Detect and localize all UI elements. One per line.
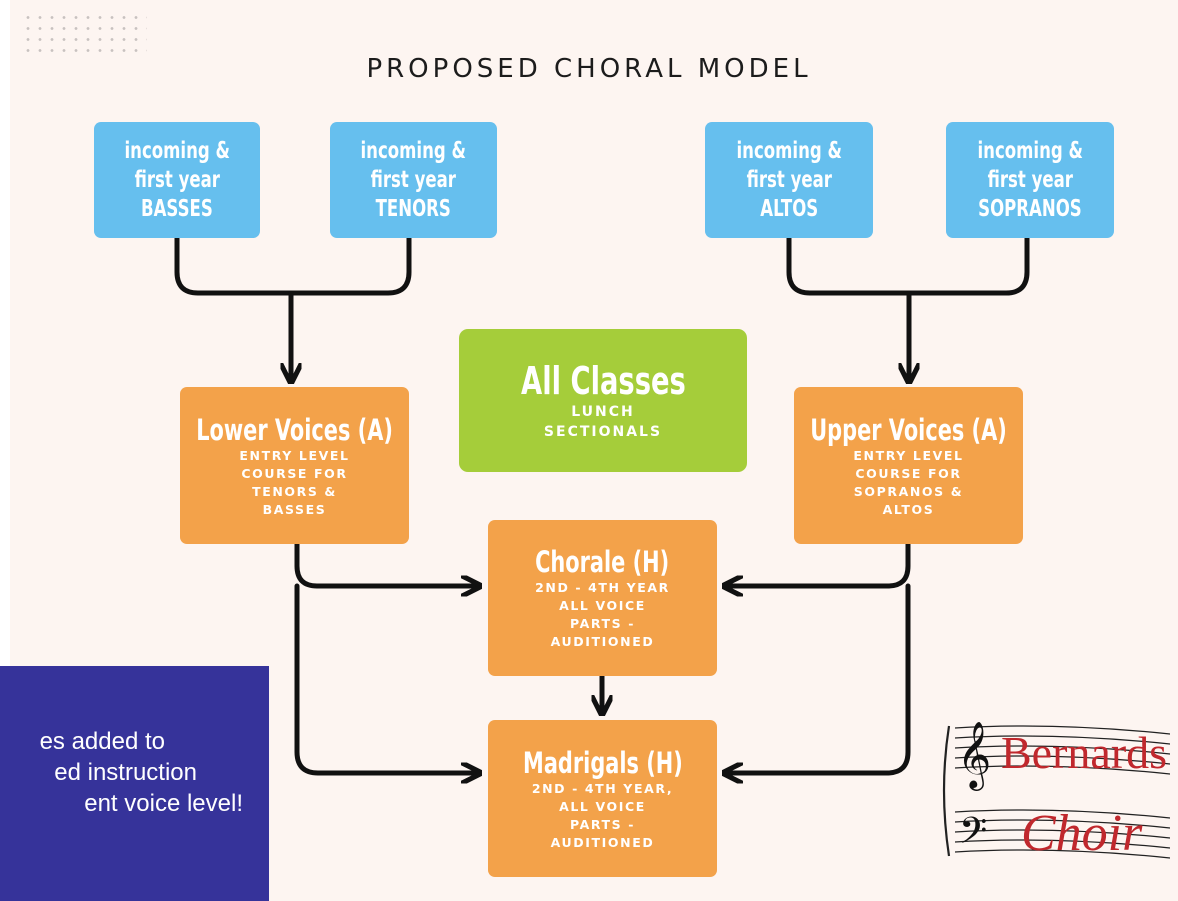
lower-voices-line1: ENTRY LEVEL xyxy=(239,447,350,463)
page-title: PROPOSED CHORAL MODEL xyxy=(366,54,812,84)
incoming-basses-line1: incoming & xyxy=(124,137,230,164)
overlay-note-line1: es added to xyxy=(39,728,165,755)
chorale-box: Chorale (H) 2ND - 4TH YEAR ALL VOICE PAR… xyxy=(488,520,717,676)
lower-voices-heading: Lower Voices (A) xyxy=(196,412,393,447)
chorale-line2: ALL VOICE xyxy=(559,598,646,613)
lower-voices-line3: TENORS & xyxy=(252,483,337,499)
incoming-tenors-line2: first year xyxy=(370,166,457,193)
upper-voices-line2: COURSE FOR xyxy=(855,465,962,481)
madrigals-box: Madrigals (H) 2ND - 4TH YEAR, ALL VOICE … xyxy=(488,720,717,877)
overlay-note-line3: ent voice level! xyxy=(84,790,243,817)
lower-voices-line2: COURSE FOR xyxy=(241,465,348,481)
madrigals-line4: AUDITIONED xyxy=(550,834,655,850)
all-classes-sub2: SECTIONALS xyxy=(543,423,663,440)
all-classes-box: All Classes LUNCH SECTIONALS xyxy=(459,329,747,472)
overlay-note-line2: ed instruction xyxy=(54,759,197,786)
overlay-note-panel: es added to ed instruction ent voice lev… xyxy=(0,666,269,901)
upper-voices-line3: SOPRANOS & xyxy=(853,483,964,499)
madrigals-line3: PARTS - xyxy=(569,816,636,832)
upper-voices-box: Upper Voices (A) ENTRY LEVEL COURSE FOR … xyxy=(794,387,1023,544)
connector-basses-tenors xyxy=(174,235,412,296)
incoming-altos-line1: incoming & xyxy=(736,137,842,164)
incoming-tenors-line1: incoming & xyxy=(360,137,467,164)
treble-clef-icon: 𝄞 xyxy=(957,720,991,791)
logo-word-choir: Choir xyxy=(1021,805,1143,862)
upper-voices-line4: ALTOS xyxy=(882,501,935,517)
arrow-upper-to-chorale xyxy=(726,541,911,586)
logo-word-bernards: Bernards xyxy=(1001,727,1167,778)
madrigals-line1: 2ND - 4TH YEAR, xyxy=(531,780,674,796)
all-classes-heading: All Classes xyxy=(520,358,686,403)
chorale-line3: PARTS - xyxy=(569,616,636,631)
upper-voices-line1: ENTRY LEVEL xyxy=(853,447,964,463)
incoming-sopranos-box: incoming & first year SOPRANOS xyxy=(946,122,1114,238)
overlay-note-text: es added to ed instruction ent voice lev… xyxy=(0,726,269,819)
madrigals-line2: ALL VOICE xyxy=(559,798,646,814)
arrow-upper-to-madrigals xyxy=(726,583,911,773)
all-classes-sub1: LUNCH xyxy=(571,403,635,420)
incoming-basses-box: incoming & first year BASSES xyxy=(94,122,260,238)
lower-voices-box: Lower Voices (A) ENTRY LEVEL COURSE FOR … xyxy=(180,387,409,544)
connector-altos-sopranos xyxy=(786,235,1030,296)
incoming-basses-line2: first year xyxy=(134,166,220,193)
incoming-tenors-box: incoming & first year TENORS xyxy=(330,122,497,238)
chorale-line4: AUDITIONED xyxy=(550,634,655,649)
incoming-altos-box: incoming & first year ALTOS xyxy=(705,122,873,238)
incoming-sopranos-line3: SOPRANOS xyxy=(978,195,1082,222)
incoming-altos-line2: first year xyxy=(746,166,832,193)
incoming-tenors-line3: TENORS xyxy=(375,195,452,222)
bass-clef-icon: 𝄢 xyxy=(959,810,987,861)
madrigals-heading: Madrigals (H) xyxy=(522,745,683,780)
chorale-line1: 2ND - 4TH YEAR xyxy=(535,580,670,595)
upper-voices-heading: Upper Voices (A) xyxy=(810,412,1007,447)
incoming-sopranos-line1: incoming & xyxy=(977,137,1083,164)
lower-voices-line4: BASSES xyxy=(262,501,327,517)
dot-pattern-decoration xyxy=(22,12,147,52)
incoming-altos-line3: ALTOS xyxy=(760,195,818,222)
bernards-choir-logo: 𝄞 𝄢 Bernards Choir xyxy=(942,720,1170,862)
chorale-heading: Chorale (H) xyxy=(535,545,670,579)
incoming-basses-line3: BASSES xyxy=(141,195,213,222)
arrow-lower-to-madrigals xyxy=(294,583,478,773)
incoming-sopranos-line2: first year xyxy=(987,166,1073,193)
arrow-lower-to-chorale xyxy=(294,541,478,586)
